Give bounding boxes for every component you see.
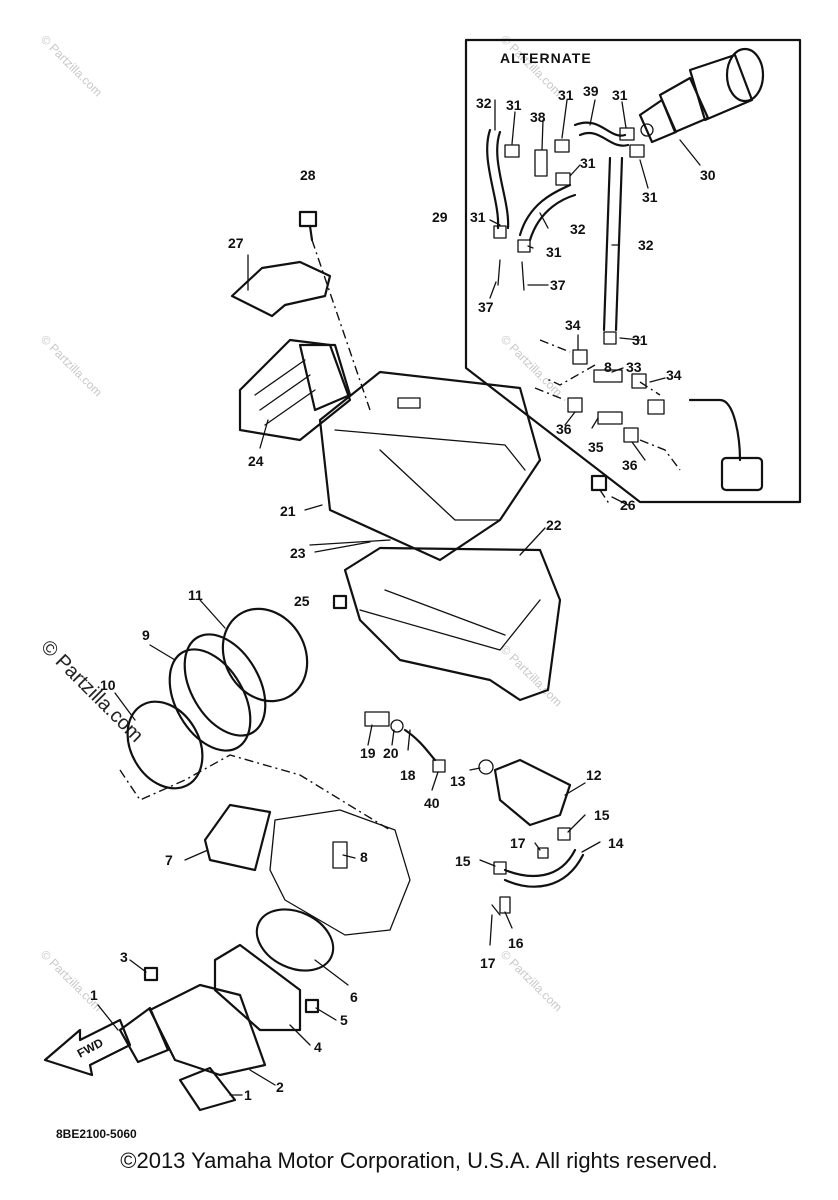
- watermark: © Partzilla.com: [498, 332, 565, 399]
- part-9-10-11-drawing: [126, 607, 309, 790]
- alternate-box: ALTERNATE: [464, 38, 802, 504]
- callout-31b: 31: [558, 87, 574, 103]
- callout-4: 4: [314, 1039, 322, 1055]
- part-6-drawing: [255, 908, 335, 972]
- callout-7: 7: [165, 852, 173, 868]
- callout-13: 13: [450, 773, 466, 789]
- callout-18: 18: [400, 767, 416, 783]
- watermark: © Partzilla.com: [38, 947, 105, 1014]
- watermark: © Partzilla.com: [38, 32, 105, 99]
- callout-31d: 31: [580, 155, 596, 171]
- callout-34a: 34: [565, 317, 581, 333]
- callout-22: 22: [546, 517, 562, 533]
- callout-38: 38: [530, 109, 546, 125]
- callout-31g: 31: [546, 244, 562, 260]
- part-3-drawing: [143, 966, 159, 982]
- part-28-drawing: [298, 210, 371, 411]
- part-25-drawing: [332, 594, 348, 610]
- part-1a-drawing: [118, 1006, 170, 1064]
- callout-6: 6: [350, 989, 358, 1005]
- callout-16: 16: [508, 935, 524, 951]
- watermark: © Partzilla.com: [38, 332, 105, 399]
- callout-35: 35: [588, 439, 604, 455]
- part-7-drawing: [203, 803, 272, 872]
- part-12-drawing: [478, 758, 572, 827]
- callout-15b: 15: [455, 853, 471, 869]
- callout-29: 29: [432, 209, 448, 225]
- callout-2: 2: [276, 1079, 284, 1095]
- part-2-drawing: [148, 983, 267, 1077]
- callout-12: 12: [586, 767, 602, 783]
- callout-31a: 31: [506, 97, 522, 113]
- callout-31f: 31: [470, 209, 486, 225]
- callouts: 28 27 24 21 23 22 25 11 9 10 7 8 3 1 6 5…: [90, 83, 716, 1103]
- callout-19: 19: [360, 745, 376, 761]
- part-22-drawing: [343, 546, 562, 702]
- callout-8: 8: [360, 849, 368, 865]
- callout-24: 24: [248, 453, 264, 469]
- callout-25: 25: [294, 593, 310, 609]
- part-18-19-20-40-drawing: [364, 711, 446, 773]
- callout-14: 14: [608, 835, 624, 851]
- part-30-drawing: [638, 47, 765, 144]
- part-24-drawing: [238, 338, 352, 442]
- callout-36a: 36: [556, 421, 572, 437]
- watermark: © Partzilla.com: [498, 642, 565, 709]
- callout-32c: 32: [638, 237, 654, 253]
- callout-26: 26: [620, 497, 636, 513]
- callout-31h: 31: [632, 332, 648, 348]
- callout-40: 40: [424, 795, 440, 811]
- callout-30: 30: [700, 167, 716, 183]
- callout-39: 39: [583, 83, 599, 99]
- callout-1a: 1: [90, 987, 98, 1003]
- part-1b-drawing: [178, 1066, 237, 1112]
- copyright-notice: ©2013 Yamaha Motor Corporation, U.S.A. A…: [120, 1148, 718, 1173]
- callout-5: 5: [340, 1012, 348, 1028]
- callout-33: 33: [626, 359, 642, 375]
- callout-32a: 32: [476, 95, 492, 111]
- alternate-title: ALTERNATE: [500, 50, 592, 66]
- callout-8b: 8: [604, 359, 612, 375]
- diagram-code: 8BE2100-5060: [56, 1127, 137, 1141]
- callout-32b: 32: [570, 221, 586, 237]
- part-5-drawing: [304, 998, 320, 1014]
- callout-36b: 36: [622, 457, 638, 473]
- callout-10: 10: [100, 677, 116, 693]
- part-27-drawing: [230, 260, 332, 318]
- callout-21: 21: [280, 503, 296, 519]
- callout-9: 9: [142, 627, 150, 643]
- callout-23: 23: [290, 545, 306, 561]
- callout-31c: 31: [612, 87, 628, 103]
- callout-17a: 17: [510, 835, 526, 851]
- callout-11: 11: [188, 587, 203, 603]
- callout-37a: 37: [550, 277, 566, 293]
- part-4-drawing: [213, 943, 302, 1032]
- part-8-drawing: [269, 809, 411, 936]
- watermark: © Partzilla.com: [498, 947, 565, 1014]
- callout-3: 3: [120, 949, 128, 965]
- watermark-large: © Partzilla.com: [36, 636, 147, 747]
- callout-31e: 31: [642, 189, 658, 205]
- leader-lines: [97, 99, 701, 1096]
- callout-20: 20: [383, 745, 399, 761]
- callout-17b: 17: [480, 955, 496, 971]
- callout-34b: 34: [666, 367, 682, 383]
- callout-37b: 37: [478, 299, 494, 315]
- callout-27: 27: [228, 235, 244, 251]
- part-21-drawing: [318, 370, 542, 562]
- callout-28: 28: [300, 167, 316, 183]
- part-26-drawing: [590, 474, 608, 492]
- callout-1b: 1: [244, 1087, 252, 1103]
- part-14-drawing: [503, 848, 577, 878]
- callout-15a: 15: [594, 807, 610, 823]
